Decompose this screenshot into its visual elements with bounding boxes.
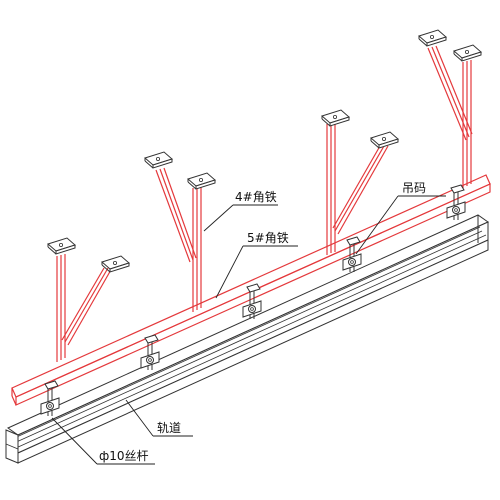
leader-5-angle-iron [215,245,244,299]
track-rail [5,214,490,464]
leader-rod [51,417,98,465]
hanger-clips [40,184,466,417]
label-hanger-clip: 吊码 [402,181,427,195]
leader-4-angle-iron [203,204,234,232]
label-4-angle-iron: 4#角铁 [235,190,277,204]
label-5-angle-iron: 5#角铁 [247,231,289,245]
leader-track [125,399,154,437]
bracket-frames-4-angle-iron [56,45,473,362]
leader-lines [51,195,446,465]
label-rod: ф10丝杆 [99,449,149,463]
main-beam-5-angle-iron [11,174,491,406]
leader-hanger-clip [355,195,399,255]
label-track: 轨道 [157,421,182,435]
